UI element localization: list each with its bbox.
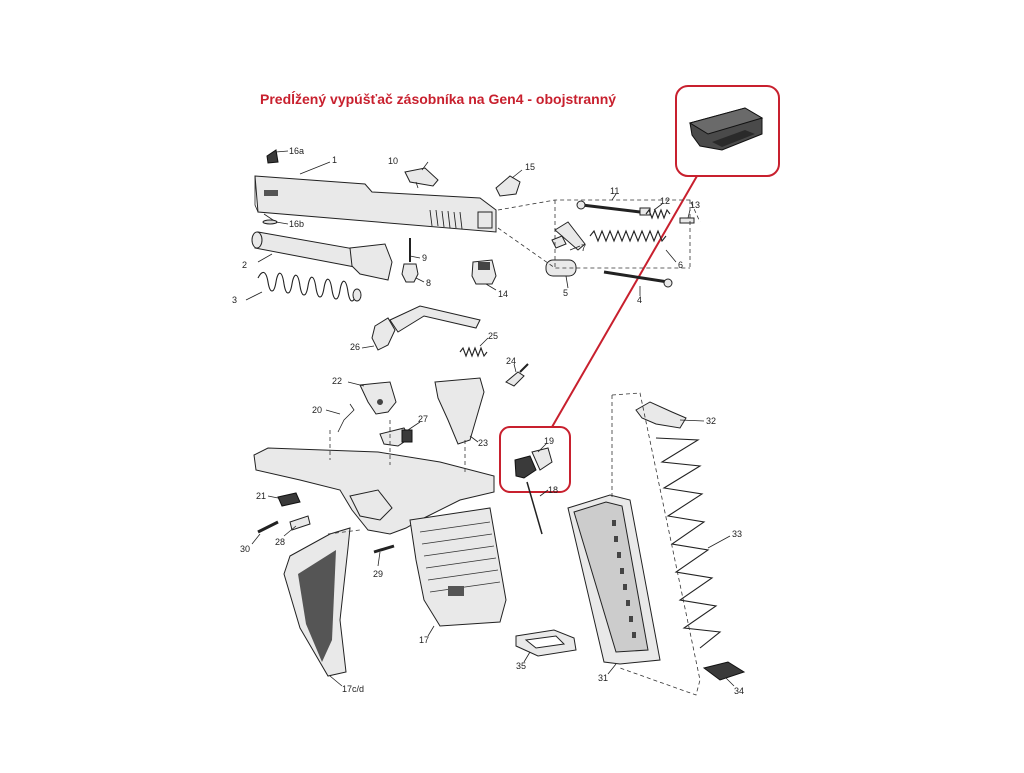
magazine-follower-32 xyxy=(635,401,687,429)
extractor-10 xyxy=(404,167,439,189)
highlight-box-inset xyxy=(675,85,780,177)
inset-extended-magazine-catch xyxy=(688,107,764,151)
label-19: 19 xyxy=(544,436,554,446)
trigger-mechanism-housing-27 xyxy=(379,427,413,447)
leader-lines xyxy=(245,150,735,687)
label-26: 26 xyxy=(350,342,360,352)
label-7: 7 xyxy=(581,243,586,253)
label-1: 1 xyxy=(332,155,337,165)
trigger-pin-30 xyxy=(257,520,279,534)
trigger-housing-22 xyxy=(359,381,397,415)
label-20: 20 xyxy=(312,405,322,415)
label-10: 10 xyxy=(388,156,398,166)
spring-cups-12 xyxy=(645,208,671,220)
label-11: 11 xyxy=(610,186,619,196)
label-17cd: 17c/d xyxy=(342,684,364,694)
slide-stop-lever-20 xyxy=(337,403,355,433)
label-9: 9 xyxy=(422,253,427,263)
label-5: 5 xyxy=(563,288,568,298)
label-27: 27 xyxy=(418,414,428,424)
barrel-2 xyxy=(251,231,393,281)
label-25: 25 xyxy=(488,331,498,341)
extractor-plunger-9-8 xyxy=(401,238,419,283)
label-24: 24 xyxy=(506,356,516,366)
slide-dashed-guides xyxy=(497,199,701,270)
trigger-bar-26 xyxy=(371,305,481,351)
label-15: 15 xyxy=(525,162,535,172)
magazine-floor-plate-34 xyxy=(702,661,746,681)
trigger-spring-25 xyxy=(459,346,488,358)
label-3: 3 xyxy=(232,295,237,305)
magazine-dashed-guides xyxy=(611,392,701,696)
spring-guide-4 xyxy=(603,270,673,288)
magazine-catch-19 xyxy=(514,447,553,479)
spacer-sleeve-14 xyxy=(471,259,497,285)
label-12: 12 xyxy=(660,196,670,206)
rear-sight-16b xyxy=(262,213,278,225)
firing-pin-channel-liner-7 xyxy=(551,221,586,251)
highlight-box-part-19 xyxy=(499,426,571,493)
locking-block-pin-21 xyxy=(277,492,301,507)
magazine-catch-spring-18 xyxy=(526,481,543,535)
label-8: 8 xyxy=(426,278,431,288)
label-2: 2 xyxy=(242,260,247,270)
label-34: 34 xyxy=(734,686,744,696)
label-35: 35 xyxy=(516,661,526,671)
firing-pin-spring-6 xyxy=(589,229,667,243)
label-14: 14 xyxy=(498,289,508,299)
front-sight-16a xyxy=(266,149,279,164)
label-18: 18 xyxy=(548,485,558,495)
label-4: 4 xyxy=(637,295,642,305)
label-6: 6 xyxy=(678,260,683,270)
locking-block-23 xyxy=(434,377,485,445)
label-29: 29 xyxy=(373,569,383,579)
slide-lock-spring-24 xyxy=(505,363,529,387)
label-32: 32 xyxy=(706,416,716,426)
label-16b: 16b xyxy=(289,219,304,229)
magazine-insert-35 xyxy=(515,629,577,657)
label-16a: 16a xyxy=(289,146,304,156)
firing-pin-safety-13 xyxy=(679,217,695,224)
label-33: 33 xyxy=(732,529,742,539)
label-22: 22 xyxy=(332,376,342,386)
magazine-catch-pin-29 xyxy=(373,544,395,554)
slide-cover-plate-15 xyxy=(495,175,521,197)
frame-17 xyxy=(253,447,507,627)
backstrap-17cd xyxy=(283,527,361,677)
slide-1 xyxy=(254,175,497,233)
frame-dashed-guides xyxy=(329,420,466,475)
trigger-housing-pin-28 xyxy=(289,515,311,531)
label-21: 21 xyxy=(256,491,266,501)
label-23: 23 xyxy=(478,438,488,448)
magazine-body-31 xyxy=(567,494,661,665)
label-30: 30 xyxy=(240,544,250,554)
firing-pin-11 xyxy=(576,200,651,216)
label-17: 17 xyxy=(419,635,429,645)
highlight-connector-line xyxy=(551,175,698,428)
label-28: 28 xyxy=(275,537,285,547)
magazine-spring-33 xyxy=(655,437,722,649)
diagram-title: Predĺžený vypúšťač zásobníka na Gen4 - o… xyxy=(260,91,617,107)
spacer-sleeve-5 xyxy=(545,259,577,277)
label-31: 31 xyxy=(598,673,608,683)
label-13: 13 xyxy=(690,200,700,210)
recoil-spring-3 xyxy=(257,271,362,302)
